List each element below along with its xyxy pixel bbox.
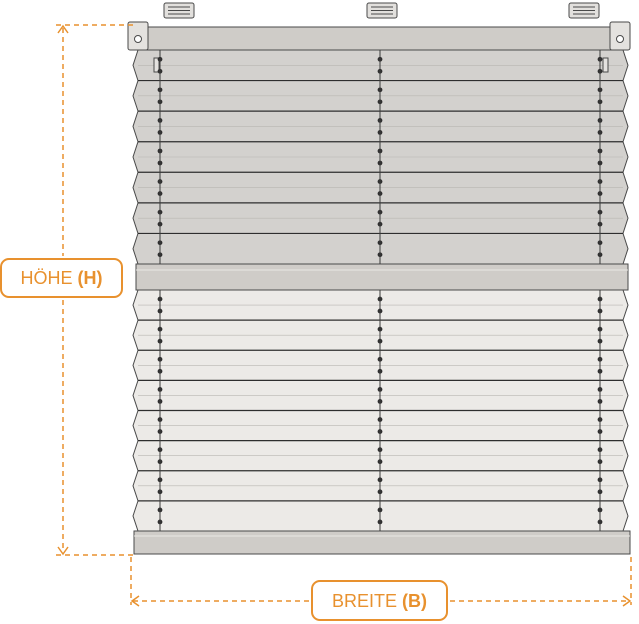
middle-rail: [135, 263, 629, 291]
dimension-lines: [56, 24, 632, 607]
width-arrow-left: [130, 595, 140, 607]
bracket-screw: [134, 35, 142, 43]
height-label-symbol: (H): [77, 268, 103, 288]
bracket-screw: [616, 35, 624, 43]
bottom-rail: [133, 530, 631, 555]
height-arrow-bottom: [57, 546, 69, 556]
guide-hook: [153, 57, 160, 73]
tension-cords: [157, 50, 603, 531]
blind-rails: [127, 21, 631, 555]
mounting-clips: [163, 2, 600, 19]
guide-hook: [602, 57, 609, 73]
width-dimension-label: BREITE (B): [311, 580, 448, 621]
width-arrow-right: [622, 595, 632, 607]
head-rail: [135, 26, 627, 51]
width-label-symbol: (B): [402, 590, 427, 611]
height-dimension-label: HÖHE (H): [0, 258, 123, 298]
width-label-text: BREITE: [331, 590, 397, 611]
height-arrow-top: [57, 24, 69, 34]
height-label-text: HÖHE: [20, 268, 73, 288]
